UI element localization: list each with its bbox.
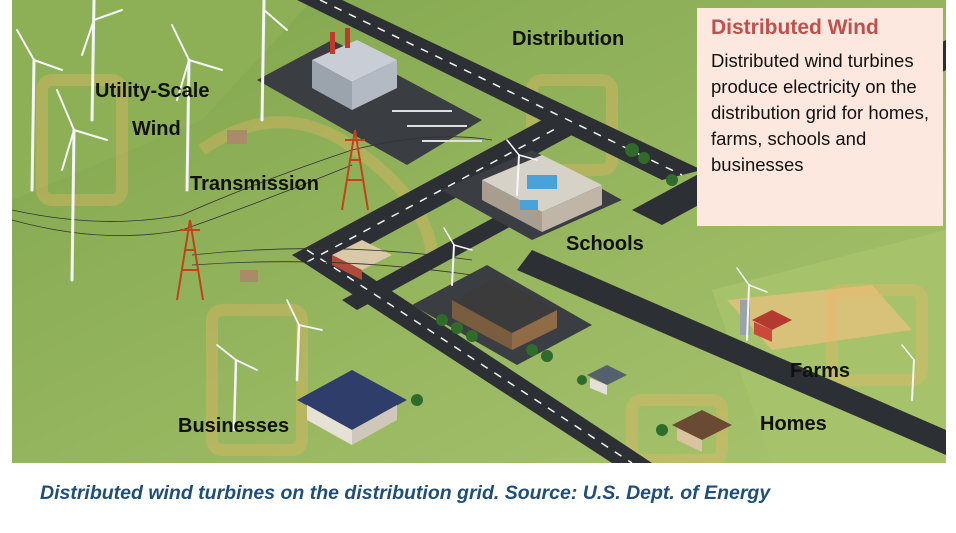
wind-turbine bbox=[216, 344, 258, 432]
substation bbox=[227, 130, 258, 282]
gas-station bbox=[332, 240, 392, 280]
home-house bbox=[672, 410, 732, 452]
label-distribution: Distribution bbox=[512, 28, 625, 50]
business-building bbox=[452, 278, 557, 350]
callout-body: Distributed wind turbines produce electr… bbox=[711, 50, 929, 175]
wind-turbine bbox=[81, 0, 123, 122]
parking-lines bbox=[392, 110, 482, 142]
label-homes: Homes bbox=[760, 413, 827, 435]
highlight-rings bbox=[36, 74, 928, 463]
label-wind: Wind bbox=[132, 118, 181, 140]
field-patch bbox=[12, 0, 312, 200]
wind-turbine bbox=[506, 139, 538, 196]
power-plant bbox=[312, 28, 397, 110]
label-businesses: Businesses bbox=[178, 415, 290, 437]
label-transmission: Transmission bbox=[190, 173, 319, 195]
wind-turbine bbox=[901, 344, 915, 401]
home-house bbox=[587, 365, 627, 395]
wind-turbine bbox=[16, 29, 63, 192]
label-schools: Schools bbox=[566, 233, 644, 255]
farm-field bbox=[727, 285, 912, 350]
label-utility-scale: Utility-Scale bbox=[95, 80, 210, 102]
label-farms: Farms bbox=[790, 360, 851, 382]
wind-turbines bbox=[16, 0, 915, 432]
transmission-tower bbox=[176, 129, 369, 301]
wind-turbine bbox=[736, 267, 768, 341]
road-markings bbox=[306, 0, 683, 463]
wind-turbine bbox=[260, 0, 288, 122]
wind-turbine bbox=[443, 227, 473, 286]
transmission-lines bbox=[12, 136, 493, 276]
farm-barn bbox=[740, 300, 792, 342]
school-building bbox=[482, 155, 602, 232]
callout-title: Distributed Wind bbox=[711, 16, 879, 39]
wind-turbine bbox=[286, 299, 323, 382]
distributed-wind-callout: Distributed Wind Distributed wind turbin… bbox=[697, 8, 943, 226]
wind-turbine bbox=[56, 89, 108, 282]
office-house bbox=[297, 370, 407, 445]
figure-caption: Distributed wind turbines on the distrib… bbox=[40, 482, 771, 504]
wind-turbine bbox=[171, 24, 223, 192]
